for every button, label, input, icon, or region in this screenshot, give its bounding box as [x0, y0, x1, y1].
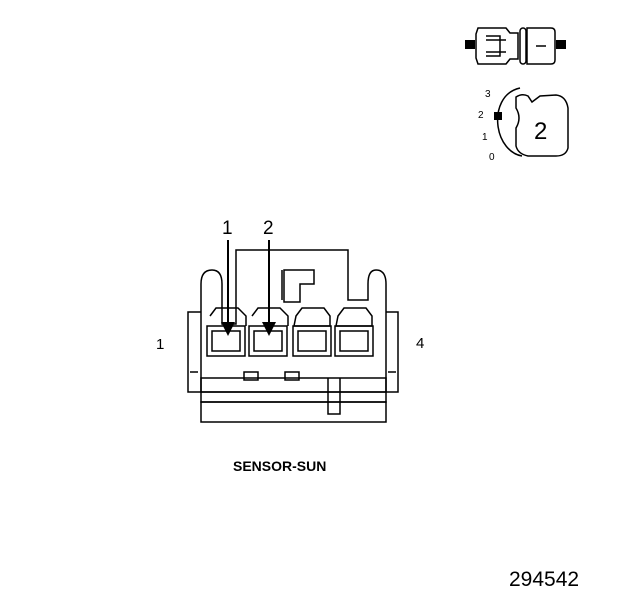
pin-right-label: 4 [416, 335, 424, 352]
receptacle-body [526, 27, 556, 65]
position-view: 3 2 1 0 2 [478, 87, 569, 163]
plug-latch [486, 35, 501, 57]
position-label-3: 3 [485, 89, 491, 100]
terminal-cavity-3 [292, 307, 332, 357]
left-terminal [465, 40, 475, 49]
terminal-cavity-4 [334, 307, 374, 357]
position-label-2: 2 [478, 110, 484, 121]
housing-base-1 [200, 391, 387, 403]
badge-number: 2 [534, 118, 547, 145]
connector-front-view: 1 2 1 4 [156, 218, 424, 423]
arrow-1 [221, 240, 235, 336]
figure-id: 294542 [509, 568, 579, 591]
rotation-arc [496, 87, 523, 157]
pin-left-label: 1 [156, 336, 164, 353]
housing-tab-1 [243, 371, 259, 381]
housing-tab-2 [284, 371, 300, 381]
position-label-1: 1 [482, 132, 488, 143]
connector-face-outline [515, 93, 569, 157]
right-terminal [556, 40, 566, 49]
connector-caption: SENSOR-SUN [233, 458, 326, 474]
arrow-label-2: 2 [263, 218, 274, 239]
position-label-0: 0 [489, 152, 495, 163]
arrow-label-1: 1 [222, 218, 233, 239]
arrow-2 [262, 240, 276, 336]
plug-collar [519, 27, 527, 65]
housing-base-2 [200, 401, 387, 423]
top-latch [283, 269, 315, 303]
connector-side-profile [465, 27, 566, 65]
connector-shell [200, 249, 387, 392]
center-key [327, 378, 341, 415]
plug-body [475, 27, 519, 65]
